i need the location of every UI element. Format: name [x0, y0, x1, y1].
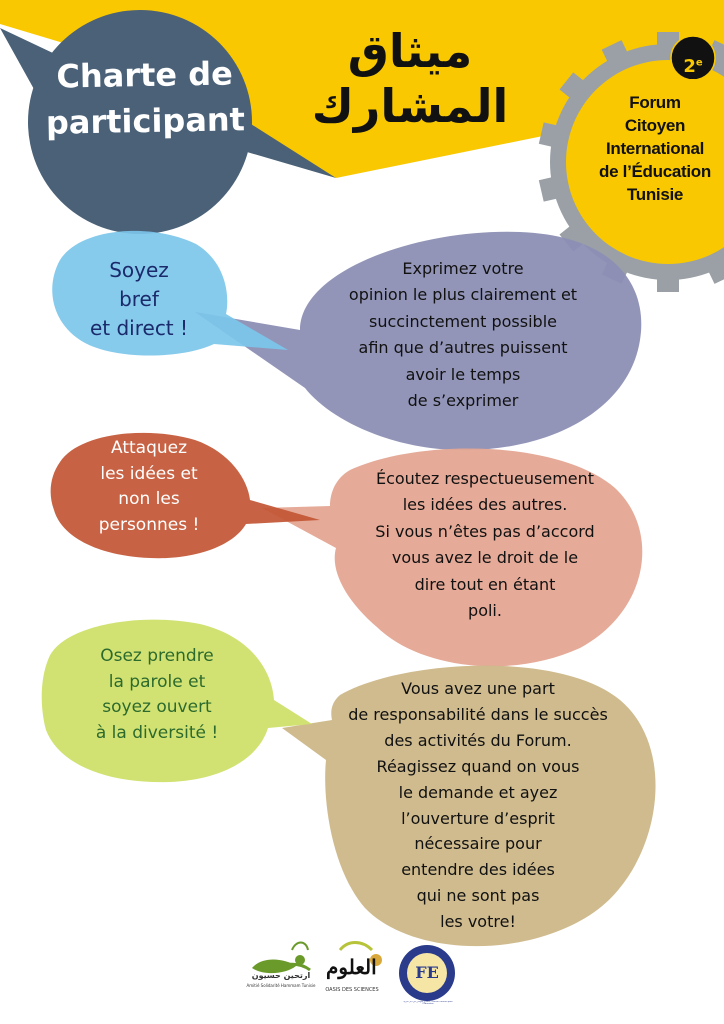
- logo-middle: [338, 941, 382, 966]
- logo-left: [252, 941, 311, 974]
- gear-tooth: [703, 250, 724, 284]
- gear-tooth: [538, 122, 570, 150]
- rule-3-short-text: Osez prendre la parole et soyez ouvert à…: [95, 646, 219, 743]
- rule-3-long-bubble: [282, 665, 656, 947]
- title-arabic: ميثاق المشارك: [311, 24, 509, 134]
- title-circle: [0, 10, 336, 234]
- edition-badge: [670, 35, 716, 81]
- rule-2-short-text: Attaquez les idées et non les personnes …: [98, 438, 200, 535]
- rule-1-short-bubble: [52, 230, 288, 356]
- logo-right-ring: المنتدى التونسي من أجل التربية • Forum T…: [403, 1001, 453, 1005]
- logo-middle-sub: OASIS DES SCIENCES: [325, 987, 379, 993]
- badge-number: 2: [683, 56, 696, 77]
- title-french: Charte de participant: [45, 54, 246, 143]
- rule-2-long-text: Écoutez respectueusement les idées des a…: [375, 469, 595, 620]
- badge-suffix: e: [695, 57, 703, 69]
- logo-left-sub: Amitié Solidarité Hammam Tunisie: [246, 983, 316, 988]
- rule-1-short-text: Soyez bref et direct !: [89, 258, 189, 340]
- badge-text: 2e ÉDITION: [671, 40, 715, 102]
- gear-tooth: [601, 40, 633, 74]
- rule-2-long-bubble: [262, 448, 643, 667]
- rule-1-long-bubble: [195, 231, 642, 451]
- logo-right-name: FE: [415, 963, 439, 982]
- gear-tooth: [657, 266, 679, 292]
- gear-tooth: [538, 174, 570, 202]
- forum-name: Forum Citoyen International de l’Éducati…: [599, 93, 711, 204]
- gear-tooth: [559, 72, 594, 106]
- rule-1-long-text: Exprimez votre opinion le plus clairemen…: [348, 259, 578, 410]
- badge-label: ÉDITION: [676, 78, 710, 86]
- logo-right: [399, 945, 455, 1001]
- logo-row: ارتحين حسيون Amitié Solidarité Hammam Tu…: [0, 945, 724, 1015]
- rule-2-short-bubble: [50, 432, 320, 559]
- logo-left-name: ارتحين حسيون: [251, 971, 311, 980]
- rule-3-short-bubble: [41, 619, 313, 783]
- logo-middle-name: العلوم: [326, 955, 377, 979]
- rule-3-long-text: Vous avez une part de responsabilité dan…: [348, 679, 608, 932]
